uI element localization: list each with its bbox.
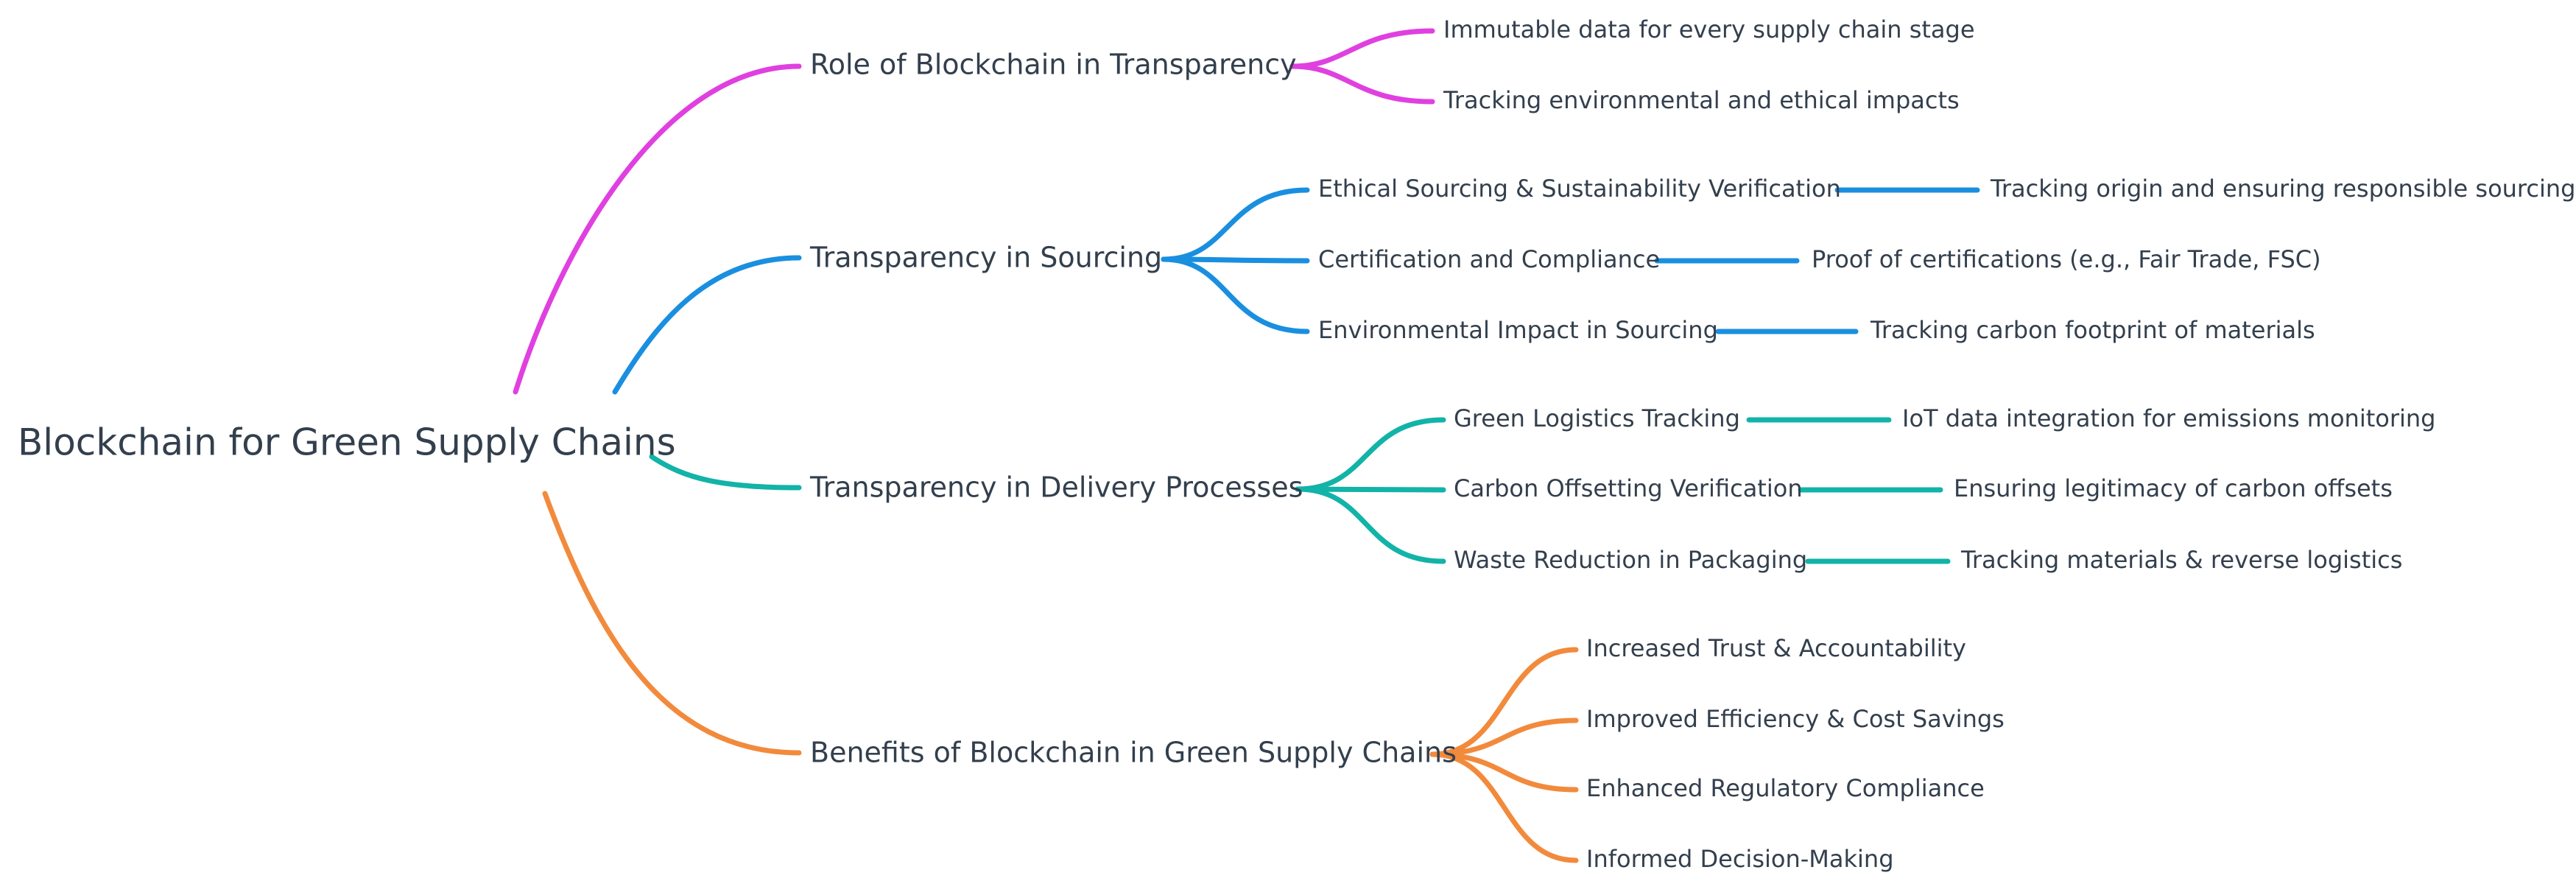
connector-branch-4-child-1 xyxy=(1429,647,1579,757)
subtopic-efficiency-savings: Improved Efficiency & Cost Savings xyxy=(1586,705,2005,733)
node-labels: Blockchain for Green Supply Chains Role … xyxy=(18,15,2575,873)
subtopic-carbon-offsetting: Carbon Offsetting Verification xyxy=(1454,474,1803,502)
connector-branch-1-child-2 xyxy=(1289,63,1435,105)
detail-reverse-logistics: Tracking materials & reverse logistics xyxy=(1960,546,2402,574)
subtopic-green-logistics: Green Logistics Tracking xyxy=(1454,404,1740,432)
detail-proof-certifications: Proof of certifications (e.g., Fair Trad… xyxy=(1812,245,2321,273)
branch-topic-transparency-sourcing: Transparency in Sourcing xyxy=(809,242,1162,274)
detail-tracking-origin: Tracking origin and ensuring responsible… xyxy=(1990,175,2575,203)
subtopic-regulatory-compliance: Enhanced Regulatory Compliance xyxy=(1586,774,1985,802)
subtopic-environmental-impact: Environmental Impact in Sourcing xyxy=(1318,316,1718,344)
connector-branch-3-child-3 xyxy=(1295,486,1446,564)
detail-carbon-footprint: Tracking carbon footprint of materials xyxy=(1870,316,2315,344)
connector-root-branch-3 xyxy=(649,454,802,491)
subtopic-ethical-sourcing: Ethical Sourcing & Sustainability Verifi… xyxy=(1318,175,1841,203)
connector-branch-3-child-2 xyxy=(1295,486,1446,493)
subtopic-immutable-data: Immutable data for every supply chain st… xyxy=(1443,15,1975,43)
subtopic-trust-accountability: Increased Trust & Accountability xyxy=(1586,634,1966,662)
root-topic: Blockchain for Green Supply Chains xyxy=(18,421,676,464)
connector-branch-4-child-4 xyxy=(1429,751,1579,863)
branch-topic-benefits: Benefits of Blockchain in Green Supply C… xyxy=(810,737,1457,769)
detail-carbon-offsets: Ensuring legitimacy of carbon offsets xyxy=(1954,474,2393,502)
connector-branch-2-child-2 xyxy=(1161,256,1310,264)
connector-root-branch-4 xyxy=(542,491,802,756)
subtopic-waste-reduction: Waste Reduction in Packaging xyxy=(1454,546,1807,574)
subtopic-certification: Certification and Compliance xyxy=(1318,245,1660,273)
connector-root-branch-1 xyxy=(513,63,802,395)
subtopic-decision-making: Informed Decision-Making xyxy=(1586,845,1894,873)
connector-branch-1-child-1 xyxy=(1289,28,1435,69)
connector-branch-4-child-3 xyxy=(1429,751,1579,793)
connector-branch-2-child-1 xyxy=(1161,187,1310,262)
connector-lines xyxy=(513,28,1980,863)
branch-topic-role-of-blockchain: Role of Blockchain in Transparency xyxy=(810,49,1297,81)
connector-branch-4-child-2 xyxy=(1429,717,1579,757)
connector-branch-2-child-3 xyxy=(1161,256,1310,334)
detail-iot-integration: IoT data integration for emissions monit… xyxy=(1902,404,2435,432)
branch-topic-transparency-delivery: Transparency in Delivery Processes xyxy=(809,471,1303,504)
subtopic-tracking-impacts: Tracking environmental and ethical impac… xyxy=(1443,86,1960,114)
connector-root-branch-2 xyxy=(612,255,802,395)
connector-branch-3-child-1 xyxy=(1295,417,1446,492)
